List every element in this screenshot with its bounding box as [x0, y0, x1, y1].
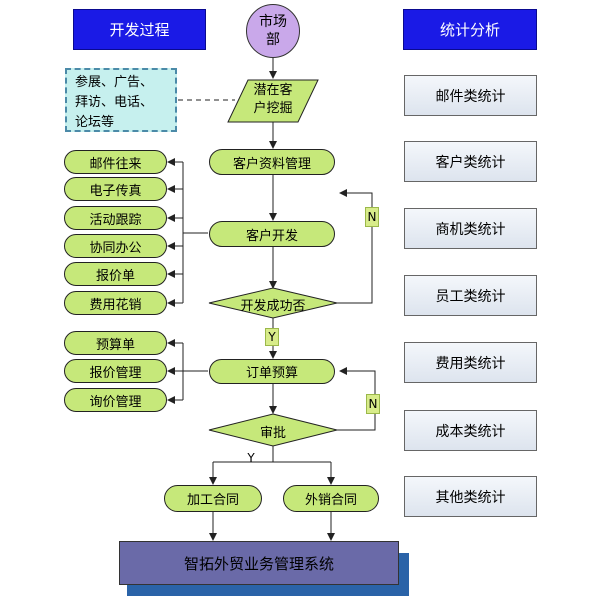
stat-opportunity-label: 商机类统计: [435, 221, 506, 238]
market-department-node: 市场部: [246, 4, 300, 58]
export-contract: 外销合同: [283, 485, 379, 512]
stat-other: 其他类统计: [404, 476, 537, 517]
potential-customer-shape: [227, 79, 319, 123]
no-marker-dev: N: [365, 207, 379, 227]
dev-item-fax-label: 电子传真: [89, 183, 142, 199]
no-marker-approve: N: [366, 394, 380, 414]
order-budget-label: 订单预算: [245, 366, 298, 381]
stat-email: 邮件类统计: [404, 75, 537, 116]
dev-item-email-label: 邮件往来: [89, 156, 142, 172]
customer-data-management: 客户资料管理: [209, 149, 335, 175]
stat-expense-label: 费用类统计: [435, 355, 506, 372]
dev-item-quote-label: 报价单: [95, 268, 135, 284]
stat-employee: 员工类统计: [404, 275, 537, 316]
note-line-3: 论坛等: [75, 115, 115, 130]
dev-item-collab-label: 协同办公: [89, 240, 142, 256]
system-bar: 智拓外贸业务管理系统: [119, 541, 399, 585]
header-statistics: 统计分析: [403, 9, 537, 50]
yes-label-approve: Y: [247, 451, 255, 465]
dev-item-collab: 协同办公: [64, 234, 167, 258]
dev-item-activity: 活动跟踪: [64, 206, 167, 230]
potential-customer-label: 潜在客 户挖掘: [243, 82, 303, 118]
order-item-budget: 预算单: [64, 331, 167, 355]
potential-line-1: 潜在客: [253, 83, 293, 98]
approve-label: 审批: [259, 426, 286, 441]
dev-item-email: 邮件往来: [64, 150, 167, 174]
order-item-quote-mgmt-label: 报价管理: [89, 365, 142, 381]
header-development-label: 开发过程: [109, 21, 170, 39]
loop-dev-no: [335, 189, 373, 304]
stat-cost-label: 成本类统计: [435, 423, 506, 440]
no-label-approve: N: [368, 397, 378, 411]
yes-marker-dev: Y: [265, 328, 279, 346]
order-item-inquiry-mgmt-label: 询价管理: [89, 394, 142, 410]
stat-opportunity: 商机类统计: [404, 208, 537, 249]
approve-diamond: [208, 413, 338, 447]
note-line-2: 拜访、电话、: [75, 95, 154, 110]
header-statistics-label: 统计分析: [439, 21, 500, 39]
dev-item-quote: 报价单: [64, 262, 167, 286]
processing-contract-label: 加工合同: [186, 493, 239, 508]
stat-email-label: 邮件类统计: [435, 88, 506, 105]
customer-mgmt-label: 客户资料管理: [232, 156, 311, 172]
order-item-quote-mgmt: 报价管理: [64, 359, 167, 383]
potential-line-2: 户挖掘: [253, 101, 293, 116]
order-item-inquiry-mgmt: 询价管理: [64, 388, 167, 412]
stat-employee-label: 员工类统计: [435, 288, 506, 305]
order-item-budget-label: 预算单: [95, 337, 135, 353]
export-contract-label: 外销合同: [304, 493, 357, 508]
processing-contract: 加工合同: [164, 485, 262, 512]
header-development-process: 开发过程: [73, 9, 206, 50]
stat-cost: 成本类统计: [404, 410, 537, 451]
customer-development: 客户开发: [209, 221, 335, 247]
dev-item-expense-label: 费用花销: [89, 297, 142, 313]
stat-other-label: 其他类统计: [435, 489, 506, 506]
yes-label-dev: Y: [268, 330, 276, 344]
dev-success-diamond: [208, 287, 338, 319]
dev-item-activity-label: 活动跟踪: [89, 212, 142, 228]
stat-customer-label: 客户类统计: [435, 154, 506, 171]
system-bar-label: 智拓外贸业务管理系统: [183, 554, 334, 573]
stat-customer: 客户类统计: [404, 141, 537, 182]
no-label-dev: N: [367, 210, 377, 224]
dev-item-fax: 电子传真: [64, 177, 167, 201]
note-line-1: 参展、广告、: [75, 75, 154, 90]
dev-item-expense: 费用花销: [64, 291, 167, 315]
dev-success-label: 开发成功否: [240, 299, 306, 314]
market-label: 市场部: [259, 14, 287, 48]
stat-expense: 费用类统计: [404, 342, 537, 383]
order-budget: 订单预算: [209, 359, 335, 384]
channels-note: 参展、广告、 拜访、电话、 论坛等: [65, 68, 177, 132]
customer-dev-label: 客户开发: [245, 228, 298, 244]
